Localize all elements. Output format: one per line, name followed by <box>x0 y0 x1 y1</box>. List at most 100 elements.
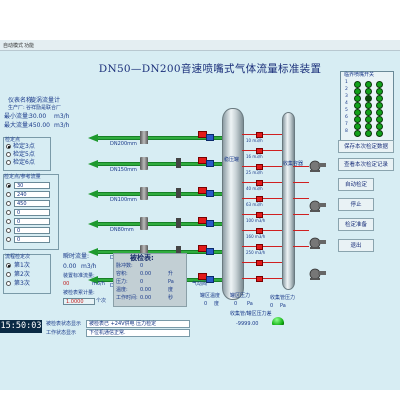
flow-point-radio-6[interactable] <box>6 228 11 233</box>
tank-temp-label: 罐区温度 <box>200 293 221 299</box>
grid-lamp-8-2-icon <box>365 130 372 137</box>
pipe-line-3 <box>96 222 222 226</box>
points-panel <box>3 137 51 171</box>
status2-label: 工作状态显示 <box>46 330 77 336</box>
radio-points-2[interactable] <box>6 152 11 157</box>
nozzle-valve-5-icon[interactable] <box>256 196 263 202</box>
instant-flow-value: 0.00 <box>63 263 77 270</box>
radio-mode-3[interactable] <box>6 281 11 286</box>
hmi-screen: 自动模式 功能 DN50—DN200音速喷嘴式气体流量标准装置 仪表名称: 旋涡… <box>0 40 400 390</box>
prepare-button[interactable]: 检定准备 <box>338 218 374 231</box>
detected-row-value-3: 0 <box>140 279 144 285</box>
grid-row-label-8: 8 <box>345 129 348 134</box>
save-data-button[interactable]: 保存本次检定数据 <box>338 140 394 153</box>
flow-point-input-3[interactable]: 450 <box>14 200 50 207</box>
nozzle-label-7: 160 m3/h <box>246 234 266 239</box>
fan-2 <box>307 198 327 217</box>
nozzle-label-3: 25 m3/h <box>246 170 263 175</box>
sensor-top-icon <box>206 134 214 141</box>
detected-row-label-2: 容积: <box>116 271 128 277</box>
radio-mode-2[interactable] <box>6 272 11 277</box>
outlet-line-6 <box>293 214 309 215</box>
menu-bar: 自动模式 功能 <box>0 40 400 51</box>
inlet-cone-4 <box>88 248 98 256</box>
pneumatic-valve-label: 气动阀 <box>192 281 208 287</box>
flow-point-radio-1[interactable] <box>6 183 11 188</box>
grid-lamp-7-2-icon <box>365 123 372 130</box>
radio-mode-1[interactable] <box>6 263 11 268</box>
inlet-cone-top <box>88 134 98 142</box>
nozzle-valve-6-icon[interactable] <box>256 212 263 218</box>
pipe-label-top: DN200mm <box>110 141 137 147</box>
nozzle-valve-9-icon[interactable] <box>256 260 263 266</box>
grid-lamp-8-1-icon <box>354 130 361 137</box>
flow-point-input-7[interactable]: 0 <box>14 236 50 243</box>
pipe-line-top <box>96 136 222 140</box>
nozzle-valve-2-icon[interactable] <box>256 148 263 154</box>
stop-button[interactable]: 停止 <box>338 198 374 211</box>
flow-point-radio-3[interactable] <box>6 201 11 206</box>
collector-label: 收集容器 <box>283 161 304 167</box>
qmax-label: 最小流量: <box>4 113 31 120</box>
flow-point-radio-7[interactable] <box>6 237 11 242</box>
detected-row-unit-2: 升 <box>168 271 174 277</box>
flow-meter-2 <box>140 187 148 200</box>
nozzle-valve-10-icon[interactable] <box>256 276 263 282</box>
flow-point-radio-4[interactable] <box>6 210 11 215</box>
flow-point-input-2[interactable]: 240 <box>14 191 50 198</box>
sensor-5-icon <box>206 276 214 283</box>
qmin-value: 450.00 <box>29 122 50 129</box>
nozzle-valve-4-icon[interactable] <box>256 180 263 186</box>
flow-point-radio-2[interactable] <box>6 192 11 197</box>
sensor-2-icon <box>206 190 214 197</box>
collector-press-label: 收集管压力 <box>270 295 296 301</box>
nozzle-valve-1-icon[interactable] <box>256 132 263 138</box>
outlet-line-7 <box>293 230 309 231</box>
flow-point-input-6[interactable]: 0 <box>14 227 50 234</box>
nozzle-label-1: 10 m3/h <box>246 138 263 143</box>
meter-total-value: 1.0000 <box>63 298 95 305</box>
grid-lamp-4-1-icon <box>354 102 361 109</box>
auto-verify-button[interactable]: 自动检定 <box>338 178 374 191</box>
nozzle-valve-3-icon[interactable] <box>256 164 263 170</box>
outlet-line-8 <box>293 246 309 247</box>
view-record-button[interactable]: 查看本次检定记录 <box>338 158 394 171</box>
radio-points-1-label: 检定3点 <box>13 143 35 150</box>
flow-meter-1 <box>140 157 148 170</box>
radio-points-2-label: 检定5点 <box>13 151 35 158</box>
fan-4 <box>307 266 327 285</box>
radio-mode-3-label: 第3次 <box>14 280 30 287</box>
pipe-label-1: DN150mm <box>110 167 137 173</box>
grid-lamp-7-1-icon <box>354 123 361 130</box>
status1-label: 被检表状态显示 <box>46 321 82 327</box>
grid-lamp-2-2-icon <box>365 88 372 95</box>
menu-item-function[interactable]: 功能 <box>24 43 35 49</box>
detected-row-unit-3: Pa <box>168 279 174 285</box>
grid-lamp-7-3-icon <box>376 123 383 130</box>
nozzle-label-2: 16 m3/h <box>246 154 263 159</box>
flow-point-input-4[interactable]: 0 <box>14 209 50 216</box>
flow-point-input-1[interactable]: 30 <box>14 182 50 189</box>
grid-lamp-4-2-icon <box>365 102 372 109</box>
inlet-cone-5 <box>88 276 98 284</box>
collector-press-unit: Pa <box>280 303 286 309</box>
detected-meter-title: 被检表: <box>130 254 154 262</box>
grid-lamp-3-1-icon <box>354 95 361 102</box>
detected-row-value-1: 0 <box>140 263 144 269</box>
grid-row-label-4: 4 <box>345 101 348 106</box>
menu-item-auto[interactable]: 自动模式 <box>3 43 24 49</box>
grid-lamp-6-1-icon <box>354 116 361 123</box>
radio-mode-2-label: 第2次 <box>14 271 30 278</box>
radio-points-1[interactable] <box>6 144 11 149</box>
status2-text: 下位机通信正常. <box>86 329 190 337</box>
exit-button[interactable]: 退出 <box>338 239 374 252</box>
radio-points-3[interactable] <box>6 160 11 165</box>
flow-point-radio-5[interactable] <box>6 219 11 224</box>
nozzle-valve-8-icon[interactable] <box>256 244 263 250</box>
pressure-diff-label: 收集管/罐区压力差 <box>230 311 272 317</box>
meter-total-label: 被检表累计量: <box>63 290 95 296</box>
radio-points-3-label: 检定6点 <box>13 159 35 166</box>
sensor-4-icon <box>206 248 214 255</box>
nozzle-valve-7-icon[interactable] <box>256 228 263 234</box>
flow-point-input-5[interactable]: 0 <box>14 218 50 225</box>
